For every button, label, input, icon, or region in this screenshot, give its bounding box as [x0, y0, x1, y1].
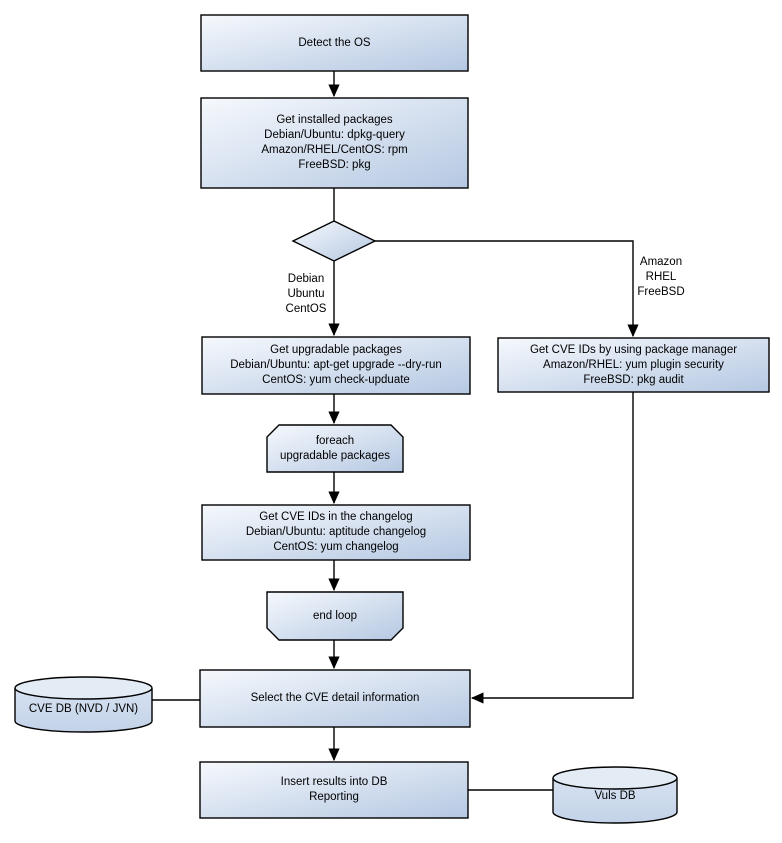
shape-end-loop — [266, 591, 404, 641]
shape-os-decision-diamond — [291, 220, 377, 262]
edge-decision-to-pkg-mgr — [375, 240, 639, 338]
shape-cve-db-cylinder — [14, 676, 153, 733]
shape-insert-results — [199, 761, 469, 819]
shape-get-installed — [200, 97, 469, 189]
edge-pkg-mgr-to-select — [470, 392, 634, 704]
cylinder-top-ellipse — [14, 676, 153, 700]
shape-foreach-loop-start — [266, 424, 404, 473]
shape-select-cve — [199, 669, 471, 728]
shape-get-upgradable — [201, 336, 471, 395]
shape-get-cve-pkg-mgr — [497, 337, 770, 393]
shape-get-cve-changelog — [201, 504, 471, 561]
shape-vuls-db-cylinder — [552, 766, 678, 824]
shape-detect-os — [200, 14, 469, 72]
cylinder-top-ellipse — [552, 766, 678, 790]
